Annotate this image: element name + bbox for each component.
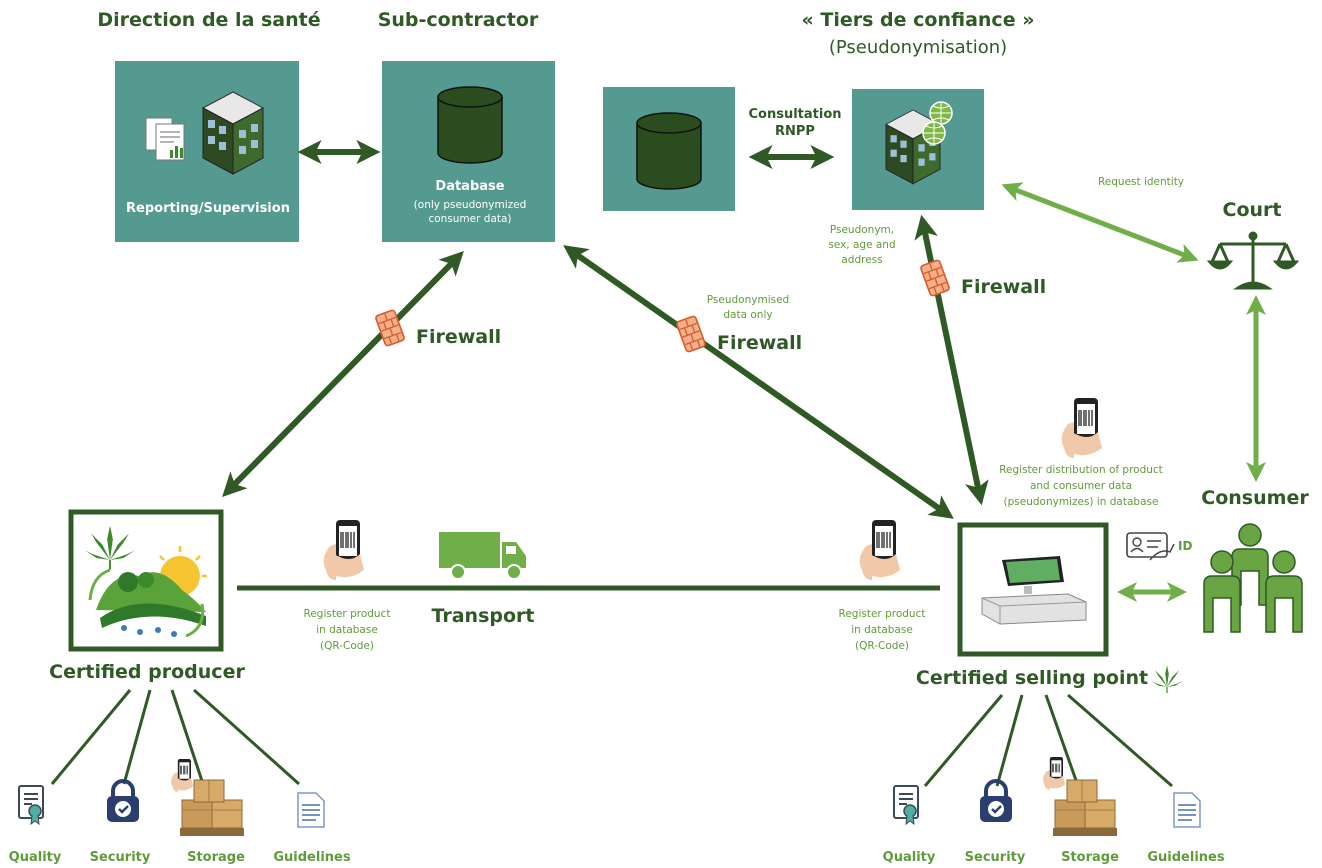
scale-of-justice-icon <box>1206 231 1300 290</box>
storage-boxes-icon <box>1052 779 1118 837</box>
chart-documents-icon <box>145 117 185 161</box>
selling-item-guidelines: Guidelines <box>1147 850 1224 865</box>
globe-icon <box>922 101 953 145</box>
register-product-left-line2: in database <box>316 624 378 636</box>
panel-database: Database (only pseudonymized consumer da… <box>382 61 555 242</box>
producer-item-quality: Quality <box>9 850 62 865</box>
firewall-left: Firewall <box>374 308 501 348</box>
phone-qr-scan-icon <box>1042 756 1066 791</box>
register-product-right-line2: in database <box>851 624 913 636</box>
transport-label: Transport <box>431 605 534 627</box>
security-lock-icon <box>978 779 1014 824</box>
pseudonym-label-line1: Pseudonym, <box>830 224 894 236</box>
request-identity-label: Request identity <box>1098 176 1184 188</box>
panel-direction-sante: Reporting/Supervision <box>115 61 299 242</box>
heading-sub-contractor: Sub-contractor <box>378 9 539 31</box>
database-note-line2: consumer data) <box>428 213 511 225</box>
certificate-icon <box>18 785 44 825</box>
register-distribution-line3: (pseudonymizes) in database <box>1004 496 1159 508</box>
farm-landscape-icon <box>88 546 207 638</box>
database-note-line1: (only pseudonymized <box>414 199 527 211</box>
selling-item-security: Security <box>965 850 1026 865</box>
cash-register-icon <box>981 556 1087 625</box>
panel-rnpp-database <box>603 87 735 211</box>
firewall-middle: Firewall <box>675 314 802 354</box>
register-product-right-line1: Register product <box>839 608 926 620</box>
register-product-left-line3: (QR-Code) <box>320 640 374 652</box>
database-title: Database <box>435 179 504 194</box>
id-card-icon <box>1126 532 1175 561</box>
database-cylinder-icon <box>437 86 503 164</box>
consumer-group-icon <box>1203 523 1303 633</box>
producer-item-storage: Storage <box>187 850 245 865</box>
certified-selling-point-box <box>957 522 1109 657</box>
pseudonymised-label-line2: data only <box>723 309 772 321</box>
selling-item-quality: Quality <box>883 850 936 865</box>
selling-item-storage: Storage <box>1061 850 1119 865</box>
arrow-producer-to-database <box>222 251 464 497</box>
register-distribution-line2: and consumer data <box>1030 480 1132 492</box>
producer-item-security: Security <box>90 850 151 865</box>
database-cylinder-icon <box>636 112 702 190</box>
id-label: ID <box>1178 539 1192 553</box>
firewall-left-label: Firewall <box>416 326 501 348</box>
firewall-right: Firewall <box>919 258 1046 298</box>
security-lock-icon <box>105 779 141 824</box>
reporting-supervision-label: Reporting/Supervision <box>126 201 290 216</box>
consultation-label-line2: RNPP <box>775 124 815 139</box>
consultation-label-line1: Consultation <box>748 107 841 122</box>
phone-qr-scan-icon <box>1061 397 1103 459</box>
certified-producer-label: Certified producer <box>49 661 245 683</box>
pseudonym-label-line3: address <box>841 254 882 266</box>
guidelines-document-icon <box>297 792 325 828</box>
phone-qr-scan-icon <box>170 758 194 793</box>
pseudonymised-label-line1: Pseudonymised <box>707 294 789 306</box>
pseudonym-label-line2: sex, age and <box>828 239 895 251</box>
certificate-icon <box>893 785 919 825</box>
heading-tiers-de-confiance: « Tiers de confiance » <box>802 9 1035 31</box>
register-product-right-line3: (QR-Code) <box>855 640 909 652</box>
firewall-middle-label: Firewall <box>717 332 802 354</box>
consumer-label: Consumer <box>1201 487 1309 509</box>
certified-producer-box <box>68 509 224 652</box>
court-label: Court <box>1223 199 1282 221</box>
panel-tiers-de-confiance <box>852 89 984 210</box>
phone-qr-scan-icon <box>323 519 365 581</box>
firewall-right-label: Firewall <box>961 276 1046 298</box>
producer-branch-lines <box>50 688 301 786</box>
arrow-request-identity <box>1001 182 1199 263</box>
phone-qr-scan-icon <box>859 519 901 581</box>
delivery-truck-icon <box>439 532 526 580</box>
selling-branch-lines <box>923 693 1173 788</box>
guidelines-document-icon <box>1173 792 1201 828</box>
arrow-database-to-selling-point <box>563 245 954 519</box>
light-arrows <box>1001 182 1266 602</box>
register-product-left-line1: Register product <box>304 608 391 620</box>
producer-item-guidelines: Guidelines <box>273 850 350 865</box>
office-building-icon <box>202 91 264 175</box>
firewall-brick-icon <box>919 258 951 298</box>
firewall-brick-icon <box>675 314 707 354</box>
heading-pseudonymisation: (Pseudonymisation) <box>829 37 1007 58</box>
certified-selling-point-label: Certified selling point <box>916 667 1148 689</box>
cannabis-leaf-icon <box>1150 664 1184 694</box>
heading-direction-sante: Direction de la santé <box>97 9 320 31</box>
office-building-icon <box>885 109 941 185</box>
register-distribution-line1: Register distribution of product <box>999 464 1163 476</box>
